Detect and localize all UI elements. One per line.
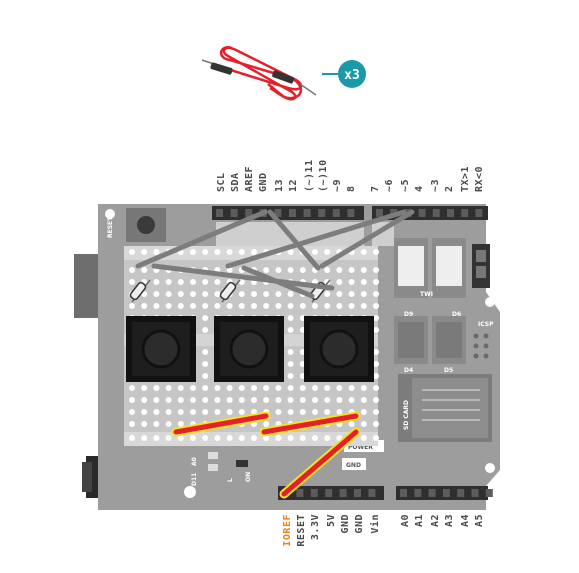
top-pin-label: 8: [346, 185, 357, 192]
bottom-pin-label: A1: [414, 514, 425, 527]
twi-label: TWI: [420, 291, 433, 298]
top-pin-label: SCL: [216, 172, 227, 192]
top-pin-label: 13: [274, 179, 285, 192]
top-pin-label: 2: [444, 185, 455, 192]
top-pin-label: TX>1: [460, 166, 471, 192]
bottom-header: [278, 486, 493, 500]
top-pin-label: ~3: [430, 179, 441, 192]
top-pin-label: ~6: [384, 179, 395, 192]
d6-label: D6: [452, 311, 461, 318]
top-pin-label: ~9: [332, 179, 343, 192]
bottom-pin-label: A2: [430, 514, 441, 527]
bottom-pin-label: 5V: [326, 514, 337, 527]
top-pin-label: (~)11: [304, 159, 315, 192]
bottom-pin-label: GND: [354, 514, 365, 534]
top-pin-label: RX<0: [474, 166, 485, 192]
top-pin-label: (~)10: [318, 159, 329, 192]
resistor-icon: [219, 279, 241, 303]
bottom-pin-label: A5: [474, 514, 485, 527]
d5-label: D5: [444, 367, 453, 374]
d4-label: D4: [404, 367, 413, 374]
top-pin-label: SDA: [230, 172, 241, 192]
d9-label: D9: [404, 311, 413, 318]
d11-led-label: D11: [191, 473, 198, 486]
reset-label: RESET: [107, 216, 114, 238]
bottom-pin-label: A4: [460, 514, 471, 527]
bottom-pin-label: RESET: [296, 514, 307, 547]
power-label: POWER: [348, 444, 373, 451]
pushbutton-icon: [126, 316, 196, 382]
top-pin-label: GND: [258, 172, 269, 192]
a0-led-label: A0: [191, 457, 198, 466]
bottom-pin-label: 3.3V: [310, 514, 321, 540]
bottom-pin-label: A3: [444, 514, 455, 527]
top-pin-label: 4: [414, 185, 425, 192]
sd-card-label: SD CARD: [403, 400, 410, 430]
ioref-label: IOREF: [282, 514, 293, 547]
pushbutton-icon: [304, 316, 374, 382]
icsp-label: ICSP: [478, 321, 494, 328]
gray-wires: [135, 209, 415, 299]
bottom-pin-label: Vin: [369, 514, 381, 534]
red-wires: [171, 411, 361, 499]
top-pin-label: 7: [370, 185, 381, 192]
top-pin-label: AREF: [244, 166, 255, 192]
quantity-badge: x3: [322, 60, 366, 88]
bottom-pin-label: A0: [400, 514, 411, 527]
pushbutton-icon: [214, 316, 284, 382]
bottom-pin-label: GND: [340, 514, 351, 534]
top-pin-label: ~5: [400, 179, 411, 192]
on-led-label: ON: [245, 472, 252, 482]
gnd-board-label: GND: [346, 462, 361, 469]
l-led-label: L: [227, 478, 234, 482]
top-pin-label: 12: [288, 179, 299, 192]
resistor-icon: [129, 279, 151, 303]
quantity-badge-label: x3: [344, 68, 360, 83]
jumper-wire-icon: [201, 46, 317, 101]
